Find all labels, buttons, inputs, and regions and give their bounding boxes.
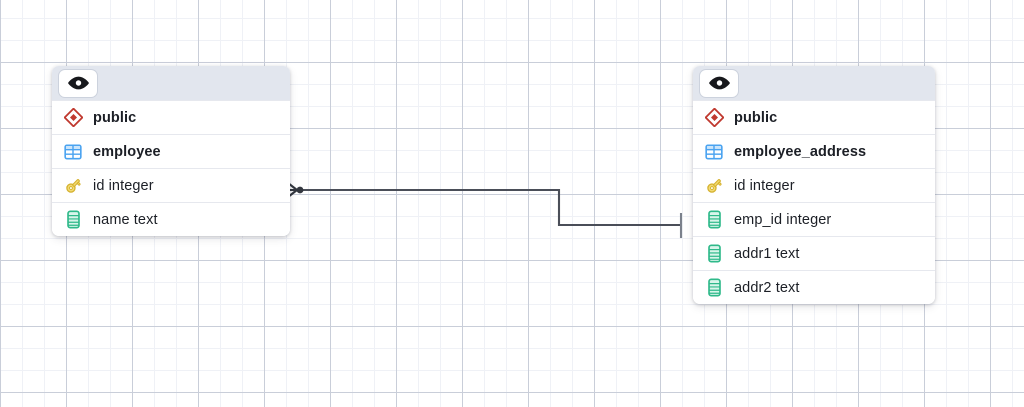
column-name: emp_id integer [734, 211, 832, 228]
column-name: addr1 text [734, 245, 800, 262]
table-card-header[interactable] [693, 66, 935, 100]
table-row[interactable]: id integer [52, 168, 290, 202]
table-grid-icon [703, 141, 725, 163]
table-grid-icon [62, 141, 84, 163]
table-row[interactable]: employee_address [693, 134, 935, 168]
table-row[interactable]: employee [52, 134, 290, 168]
schema-name: public [734, 109, 778, 126]
table-row[interactable]: id integer [693, 168, 935, 202]
table-row[interactable]: name text [52, 202, 290, 236]
table-row[interactable]: public [693, 100, 935, 134]
eye-icon[interactable] [700, 69, 738, 97]
column-icon [703, 243, 725, 265]
column-name: name text [93, 211, 158, 228]
table-row[interactable]: emp_id integer [693, 202, 935, 236]
column-name: id integer [93, 177, 154, 194]
table-row[interactable]: addr1 text [693, 236, 935, 270]
schema-name: public [93, 109, 137, 126]
table-card-employee[interactable]: public employee [52, 66, 290, 236]
schema-diamond-icon [62, 107, 84, 129]
table-row[interactable]: public [52, 100, 290, 134]
schema-diamond-icon [703, 107, 725, 129]
table-card-employee-address[interactable]: public employee_address [693, 66, 935, 304]
column-icon [703, 277, 725, 299]
column-name: id integer [734, 177, 795, 194]
table-card-header[interactable] [52, 66, 290, 100]
primary-key-icon [62, 175, 84, 197]
primary-key-icon [703, 175, 725, 197]
table-row[interactable]: addr2 text [693, 270, 935, 304]
relationship-path [297, 188, 681, 227]
eye-icon[interactable] [59, 69, 97, 97]
column-icon [62, 209, 84, 231]
table-name: employee_address [734, 143, 867, 160]
column-icon [703, 209, 725, 231]
column-name: addr2 text [734, 279, 800, 296]
table-name: employee [93, 143, 161, 160]
